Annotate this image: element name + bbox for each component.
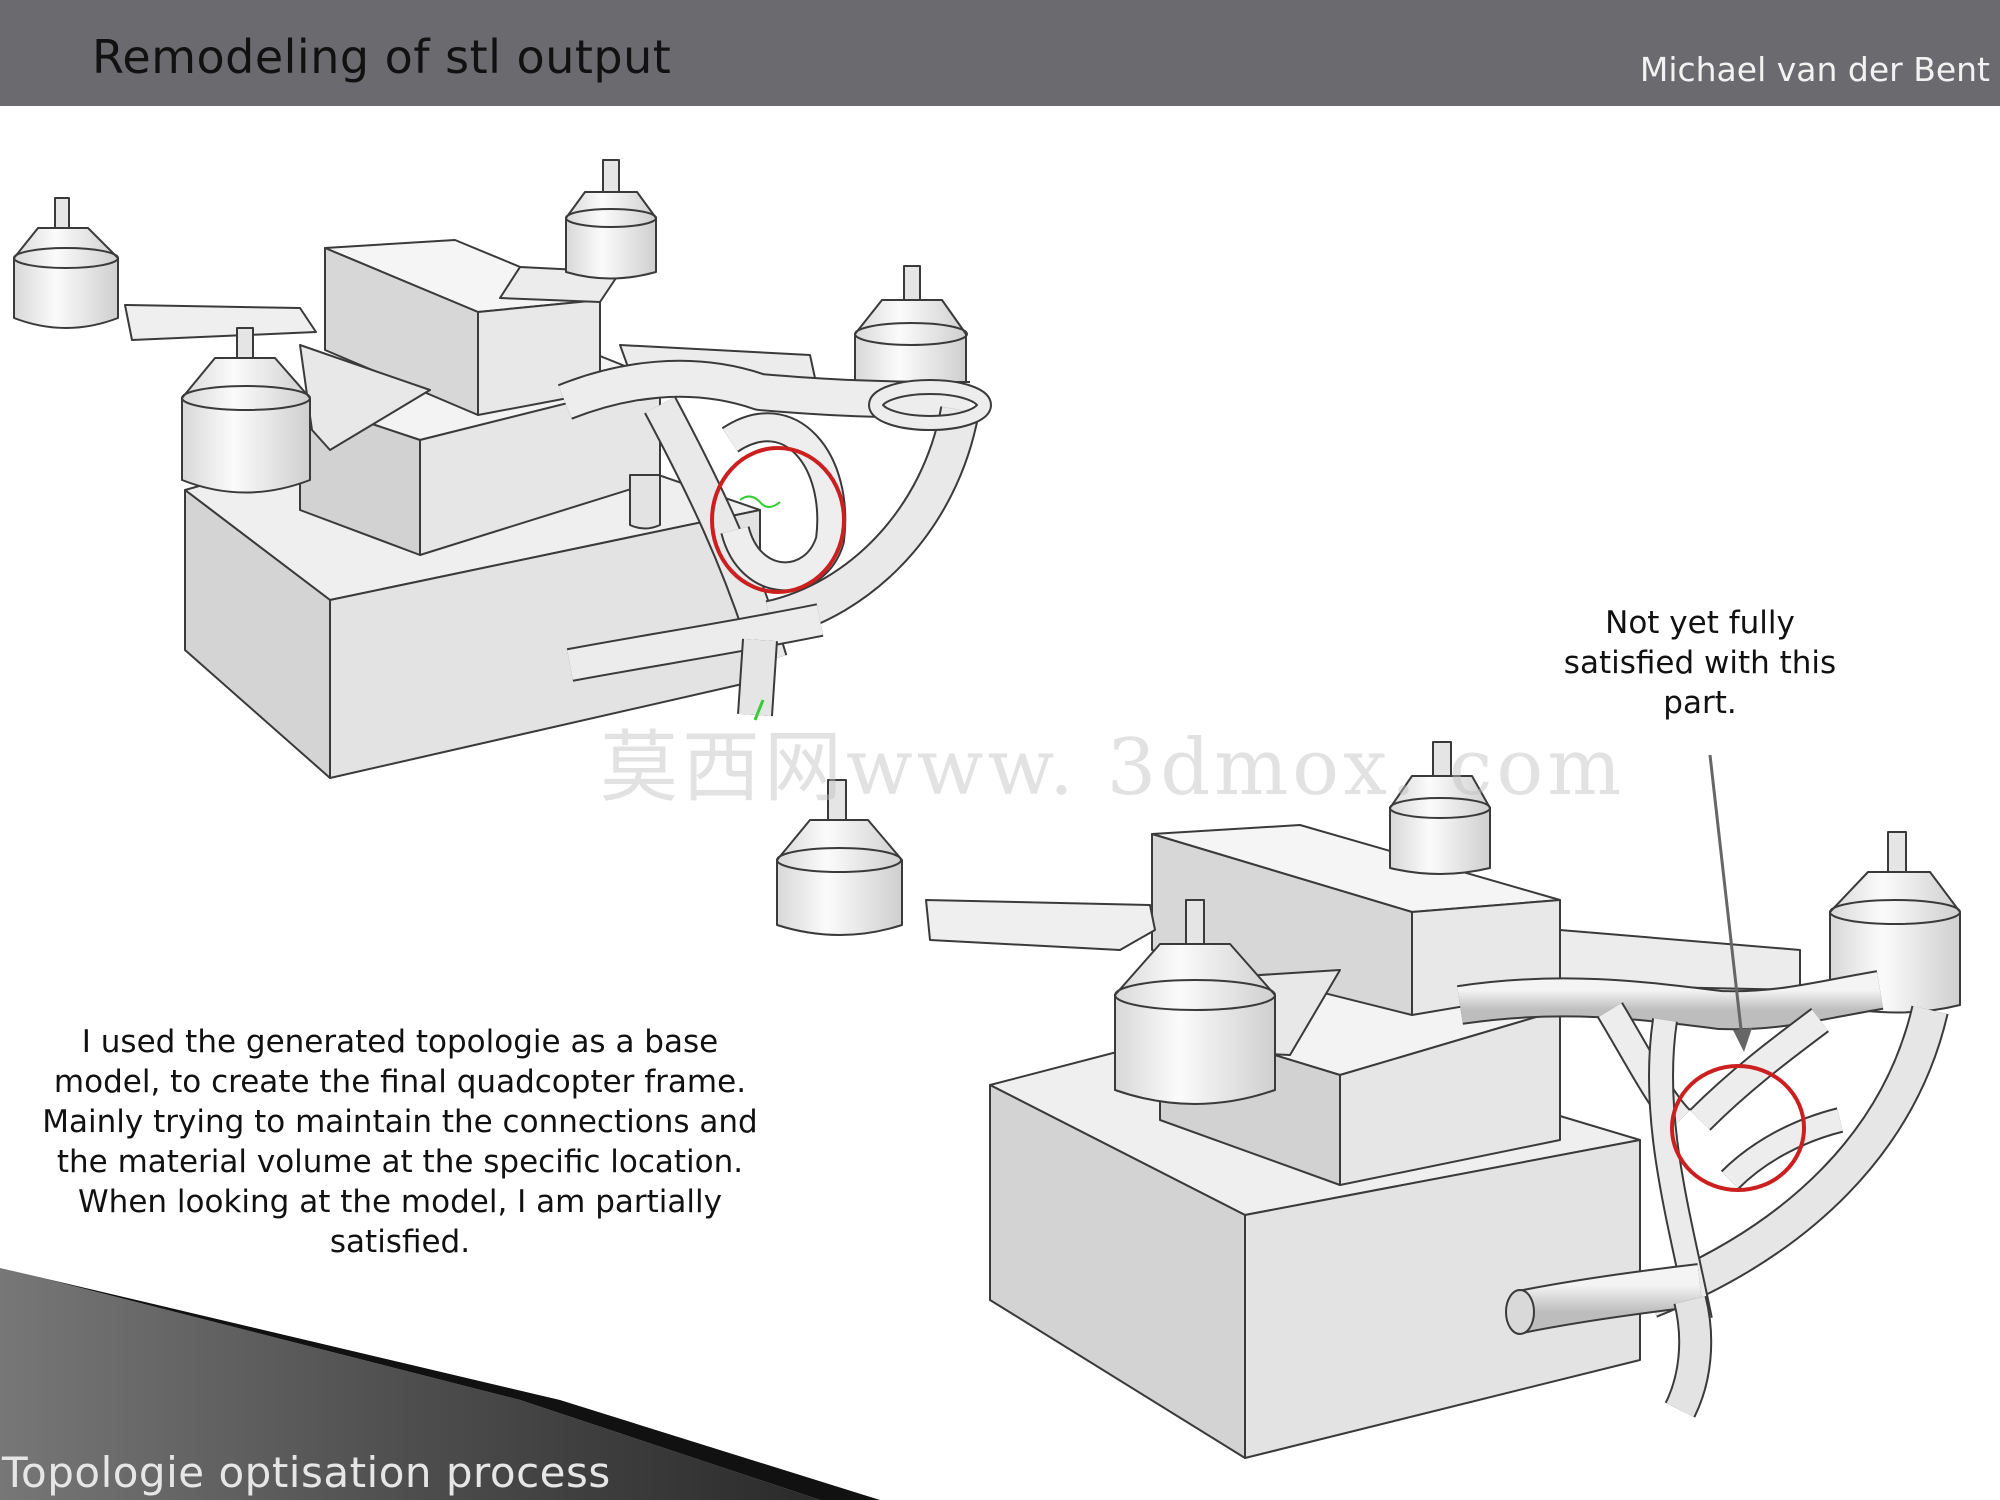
footer-wedge [0, 1268, 880, 1500]
annotation-note: Not yet fully satisfied with this part. [1530, 603, 1870, 723]
motor-mount [854, 265, 968, 400]
footer-title: Topologie optisation process [2, 1448, 611, 1497]
annotation-arrow [1708, 754, 1752, 1052]
motor-mount [1114, 899, 1276, 1105]
description-line: model, to create the final quadcopter fr… [53, 1064, 747, 1100]
description-text: I used the generated topologie as a base… [10, 1022, 790, 1262]
motor-mount [565, 159, 657, 280]
motor-mount [13, 197, 119, 329]
description-line: When looking at the model, I am partiall… [78, 1184, 722, 1220]
watermark-text: 莫西网www. 3dmox. com [600, 723, 1626, 813]
description-line: the material volume at the specific loca… [56, 1144, 744, 1180]
annotation-line: Not yet fully [1605, 605, 1795, 641]
highlight-circle [1670, 1064, 1806, 1192]
highlight-circle [710, 446, 846, 594]
model-illustrations [0, 159, 1961, 1500]
annotation-line: satisfied with this [1563, 645, 1837, 681]
motor-mount [776, 779, 903, 936]
header-bar [0, 0, 2000, 106]
annotation-line: part. [1663, 685, 1737, 721]
description-line: Mainly trying to maintain the connection… [42, 1104, 758, 1140]
stl-output-model [13, 159, 992, 779]
motor-mount [181, 327, 311, 494]
author-name: Michael van der Bent [1639, 50, 1990, 89]
topology-structure [557, 359, 992, 721]
remodeled-model [776, 741, 1961, 1459]
description-line: satisfied. [329, 1224, 471, 1260]
motor-mount [1389, 741, 1491, 875]
description-line: I used the generated topologie as a base [81, 1024, 719, 1060]
slide-title: Remodeling of stl output [92, 30, 672, 84]
